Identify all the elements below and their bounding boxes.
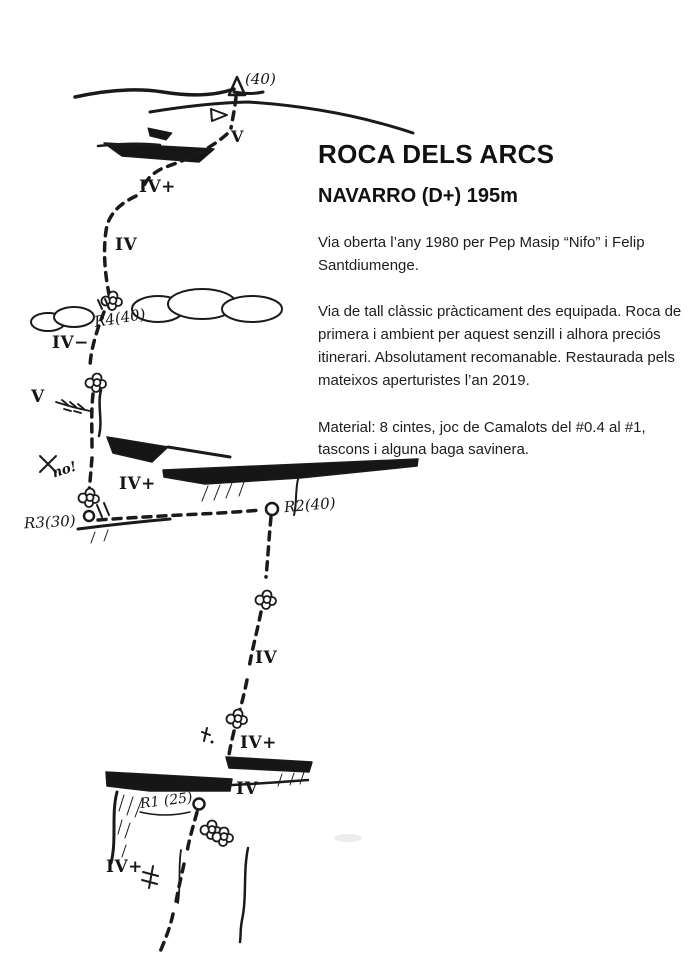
grade-label-p3-ivplus: IV+ [119, 474, 156, 494]
route-grade-subtitle: NAVARRO (D+) 195m [318, 184, 518, 207]
grade-label-p2-ivplus: IV+ [240, 733, 277, 753]
grade-label-p1-ivplus: IV+ [106, 857, 143, 877]
piton-icon [201, 727, 211, 742]
route-description-paragraph: Via de tall clàssic pràcticament des equ… [318, 303, 682, 389]
no-cross-icon [39, 455, 57, 473]
grade-label-p5-iv: IV [115, 235, 138, 255]
paper-smudge [334, 834, 362, 842]
cloud-shapes [30, 288, 283, 332]
grade-label-p1-iv: IV [236, 779, 259, 799]
belay-rings [39, 298, 280, 889]
grade-label-p4-ivminus: IV− [52, 333, 89, 353]
lower-cliff-bands [105, 756, 313, 944]
route-info-panel: ROCA DELS ARCS NAVARRO (D+) 195m Via obe… [318, 139, 684, 462]
summit-anchor-label: (40) [245, 70, 276, 88]
grade-label-p5-ivplus: IV+ [139, 177, 176, 197]
plant-sprig-icon [55, 399, 91, 414]
summit-anchor-icon [210, 75, 247, 122]
belay-ring-r1-icon [192, 797, 206, 811]
grade-label-top-v: V [231, 127, 244, 146]
grade-label-p2-iv: IV [255, 648, 278, 668]
belay-ring-r3-icon [82, 509, 96, 523]
belay-ring-r2-icon [264, 501, 280, 517]
mid-cliff-features [76, 388, 419, 544]
first-ascent-paragraph: Via oberta l’any 1980 per Pep Masip “Nif… [318, 233, 645, 274]
crack-ticks-icon [141, 865, 159, 889]
belay-label-r3: R3(30) [23, 511, 77, 533]
grade-label-p4-v: V [31, 387, 45, 407]
gear-paragraph: Material: 8 cintes, joc de Camalots del … [318, 418, 646, 459]
page-title: ROCA DELS ARCS [318, 139, 555, 169]
